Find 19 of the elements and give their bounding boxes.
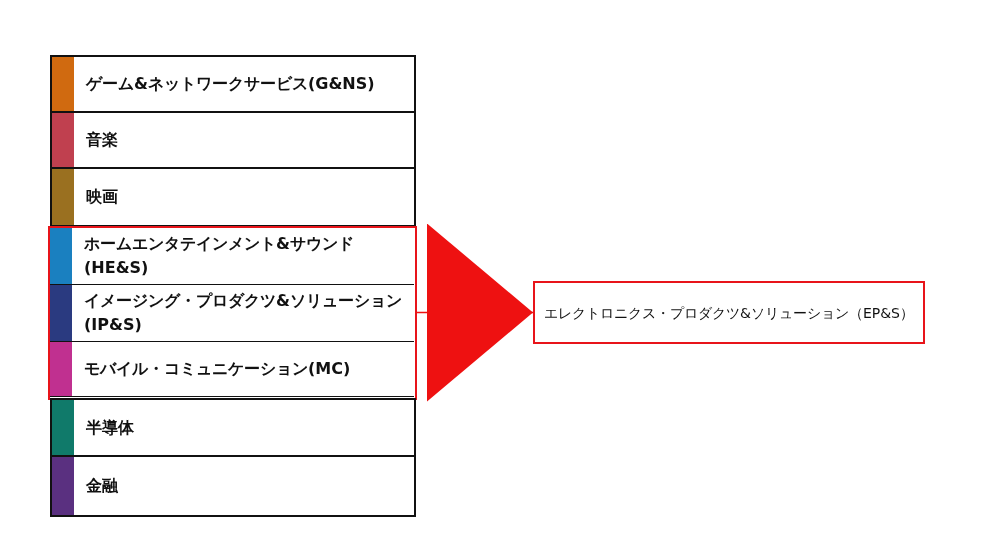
- segment-name: 半導体: [86, 416, 135, 439]
- segment-name: モバイル・コミュニケーション(MC): [84, 358, 352, 380]
- segment-row: [50, 285, 414, 342]
- segment-box: [533, 281, 925, 344]
- segment-row: [50, 228, 414, 285]
- segment-row: [50, 55, 416, 113]
- segment-name: イメージング・プロダクツ&ソリューション(IP&S): [84, 290, 403, 336]
- segment-name: 音楽: [86, 129, 119, 151]
- segment-name: エレクトロニクス・プロダクツ&ソリューション（EP&S）: [543, 303, 915, 323]
- segment-name: ホームエンタテインメント&サウンド(HE&S): [84, 233, 355, 279]
- segment-row: [50, 398, 416, 457]
- segment-row: [50, 455, 416, 517]
- segment-name: 映画: [86, 186, 119, 208]
- segment-name: ゲーム&ネットワークサービス(G&NS): [86, 73, 376, 95]
- segment-row: [50, 342, 414, 397]
- segment-row: [50, 111, 416, 169]
- arrow: [416, 223, 534, 402]
- segment-name: 金融: [86, 475, 119, 497]
- segment-row: [50, 167, 416, 227]
